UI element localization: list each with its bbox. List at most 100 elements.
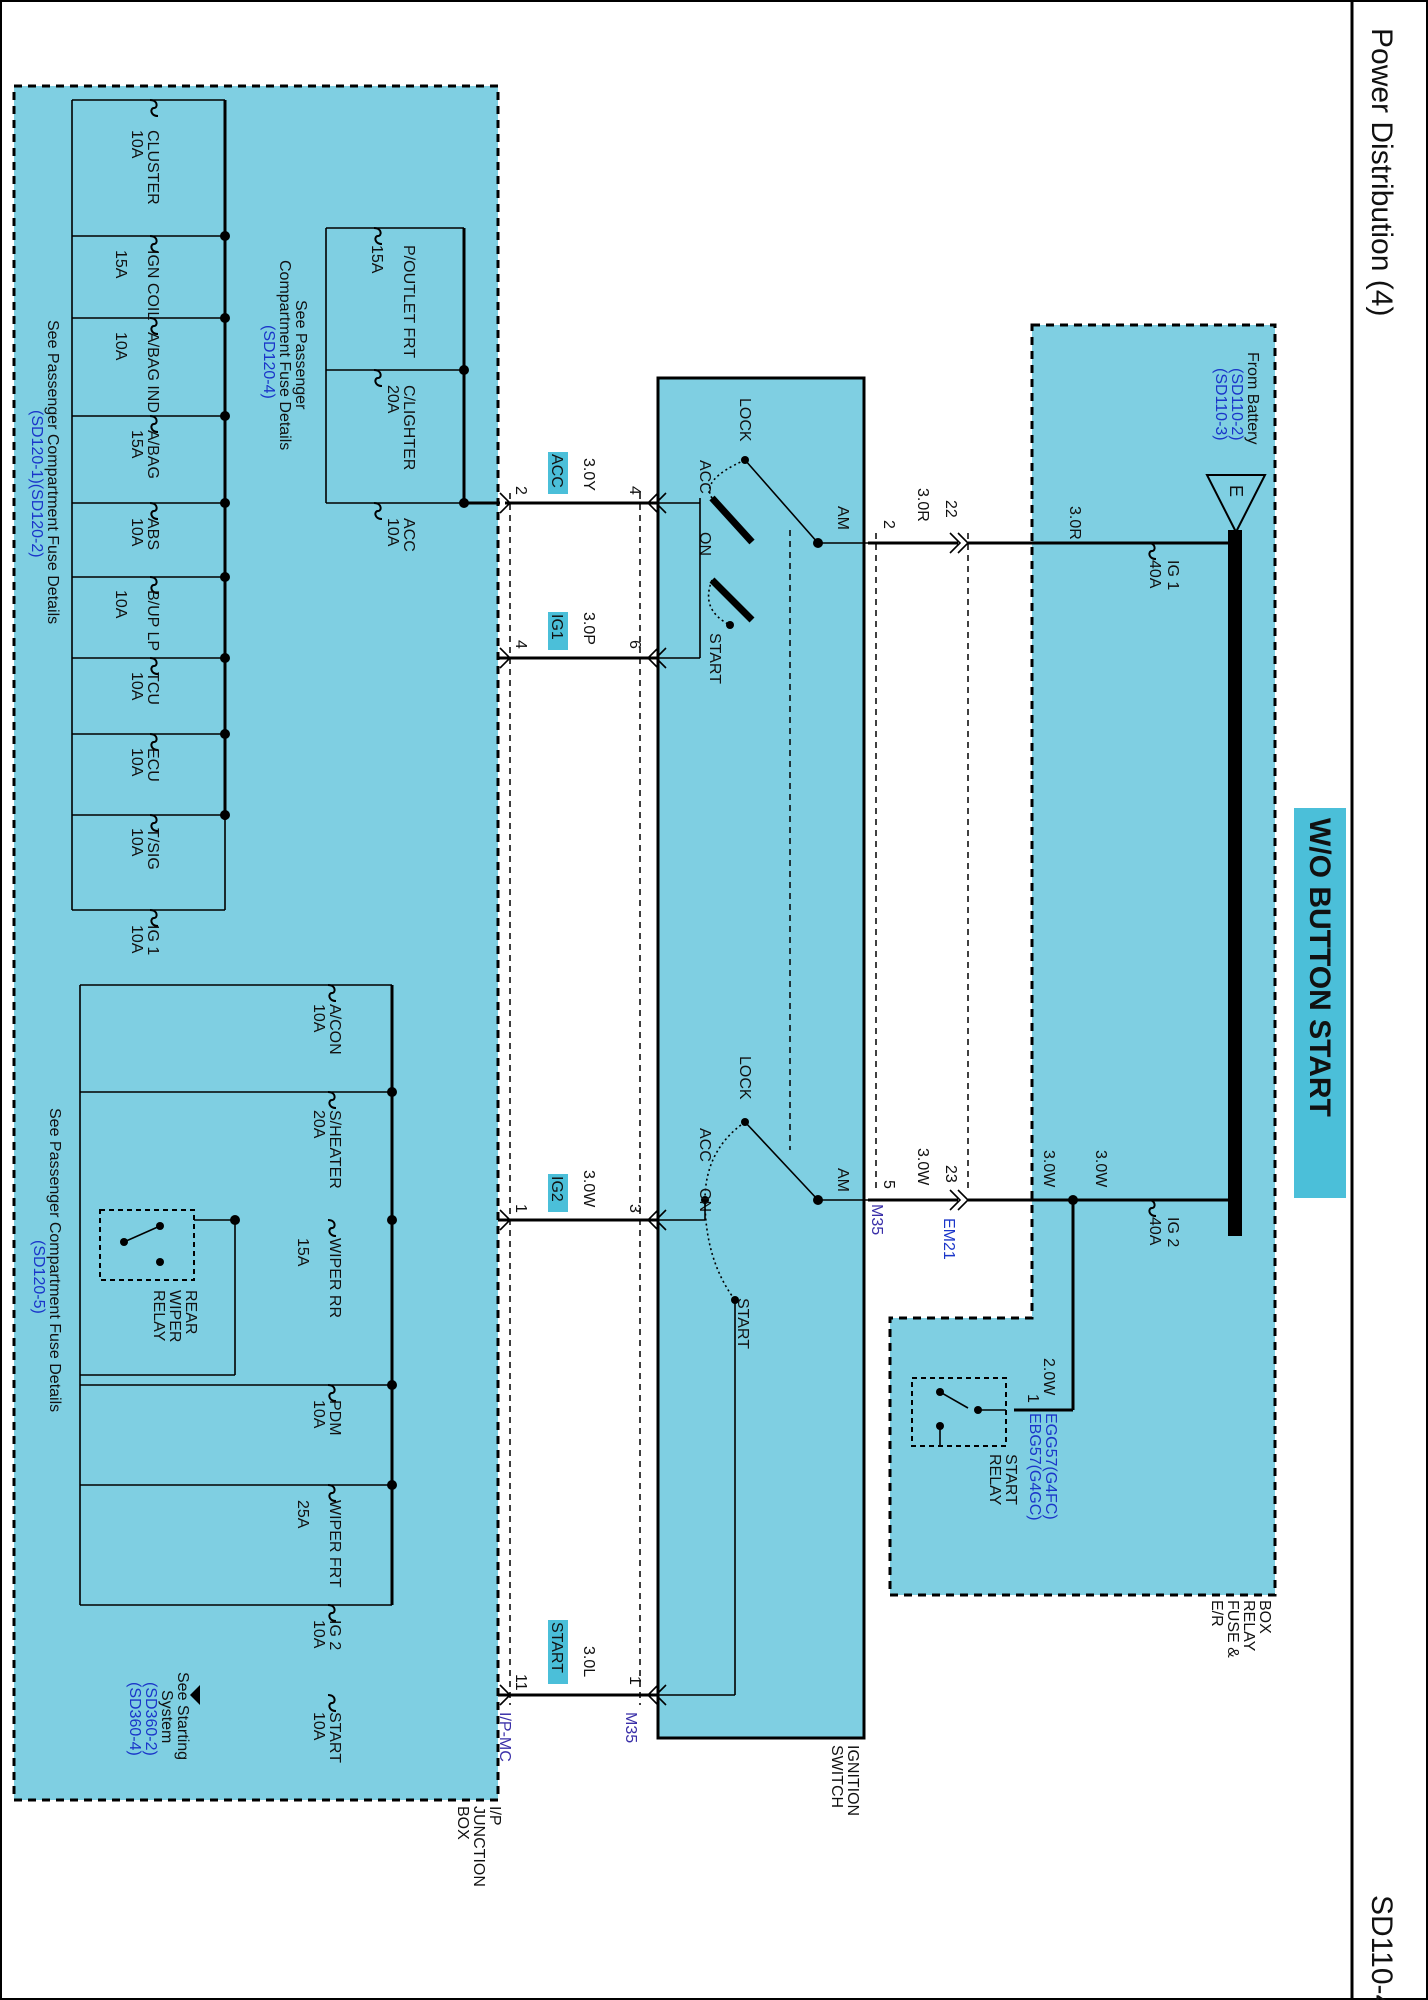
e-triangle-icon bbox=[1205, 474, 1267, 535]
svg-text:I/P: I/P bbox=[486, 1806, 503, 1826]
start-fuse-circuit: START 10A See Starting System (SD360-2) … bbox=[126, 1672, 343, 1763]
page-id: SD110-4 bbox=[1365, 1895, 1398, 2000]
svg-text:3.0W: 3.0W bbox=[1040, 1150, 1057, 1188]
svg-text:A/BAG: A/BAG bbox=[144, 430, 161, 479]
svg-text:EGG57(G4FC): EGG57(G4FC) bbox=[1042, 1413, 1059, 1520]
svg-text:ACC: ACC bbox=[548, 454, 565, 488]
svg-text:BOX: BOX bbox=[1256, 1600, 1273, 1634]
page-title: Power Distribution (4) bbox=[1365, 28, 1398, 316]
svg-text:1: 1 bbox=[1024, 1394, 1041, 1403]
svg-text:3.0Y: 3.0Y bbox=[580, 458, 597, 491]
svg-text:PDM: PDM bbox=[326, 1400, 343, 1436]
svg-text:(SD110-3): (SD110-3) bbox=[1212, 368, 1229, 441]
svg-text:RELAY: RELAY bbox=[150, 1290, 167, 1342]
svg-text:See Starting: See Starting bbox=[174, 1672, 191, 1760]
svg-text:RELAY: RELAY bbox=[1240, 1600, 1257, 1652]
svg-text:10A: 10A bbox=[112, 590, 129, 619]
start-relay: 2.0W 1 EGG57(G4FC) EBG57(G4GC) START REL… bbox=[911, 1200, 1075, 1521]
svg-text:From Battery: From Battery bbox=[1244, 352, 1261, 444]
ip-junction-box-label: I/P JUNCTION BOX bbox=[454, 1806, 503, 1887]
svg-text:CLUSTER: CLUSTER bbox=[144, 130, 161, 205]
acc-fuse-group: P/OUTLET FRT 15A C/LIGHTER 20A ACC 10A S… bbox=[260, 227, 500, 552]
svg-text:10A: 10A bbox=[384, 518, 401, 547]
svg-text:10A: 10A bbox=[128, 672, 145, 701]
svg-text:See Passenger Compartment Fuse: See Passenger Compartment Fuse Details bbox=[44, 320, 61, 624]
svg-text:SWITCH: SWITCH bbox=[828, 1745, 845, 1808]
svg-text:3.0W: 3.0W bbox=[914, 1148, 931, 1186]
svg-text:4: 4 bbox=[512, 640, 529, 649]
svg-text:M35: M35 bbox=[622, 1712, 639, 1743]
svg-text:START: START bbox=[548, 1622, 565, 1673]
svg-text:3.0R: 3.0R bbox=[1066, 506, 1083, 540]
svg-text:IG2: IG2 bbox=[548, 1176, 565, 1202]
svg-text:IG 1: IG 1 bbox=[1164, 560, 1181, 590]
svg-text:See Passenger: See Passenger bbox=[292, 300, 309, 410]
svg-text:IG 2: IG 2 bbox=[326, 1620, 343, 1650]
ig2-fuse-group: A/CON 10A S/HEATER 20A WIPER RR 15A PDM … bbox=[30, 984, 397, 1650]
svg-text:AM: AM bbox=[834, 1168, 851, 1192]
svg-text:2.0W: 2.0W bbox=[1040, 1358, 1057, 1396]
svg-text:START: START bbox=[1002, 1454, 1019, 1505]
svg-text:E: E bbox=[1226, 485, 1246, 497]
rear-wiper-relay bbox=[99, 1209, 195, 1281]
er-ig1-fuse: IG 1 40A 3.0R bbox=[968, 506, 1228, 590]
svg-text:ACC: ACC bbox=[400, 518, 417, 552]
er-ig2-fuse: IG 2 40A 3.0W 3.0W bbox=[968, 1150, 1228, 1247]
svg-text:A/BAG IND: A/BAG IND bbox=[144, 332, 161, 413]
svg-text:RELAY: RELAY bbox=[986, 1454, 1003, 1506]
svg-text:10A: 10A bbox=[310, 1004, 327, 1033]
svg-text:EBG57(G4GC): EBG57(G4GC) bbox=[1026, 1413, 1043, 1521]
upper-ignition-switch: LOCK ACC ON START AM bbox=[696, 398, 868, 1150]
svg-text:10A: 10A bbox=[128, 748, 145, 777]
svg-text:10A: 10A bbox=[128, 130, 145, 159]
svg-text:LOCK: LOCK bbox=[736, 1056, 753, 1100]
svg-text:40A: 40A bbox=[1146, 1217, 1163, 1246]
svg-text:IG1: IG1 bbox=[548, 614, 565, 640]
svg-text:40A: 40A bbox=[1146, 560, 1163, 589]
svg-text:M35: M35 bbox=[868, 1204, 885, 1235]
svg-text:P/OUTLET FRT: P/OUTLET FRT bbox=[400, 245, 417, 358]
svg-text:22: 22 bbox=[942, 500, 959, 518]
svg-text:WIPER RR: WIPER RR bbox=[326, 1238, 343, 1318]
svg-text:Compartment Fuse Details: Compartment Fuse Details bbox=[276, 260, 293, 450]
circuit-acc: ACC 3.0Y 4 2 bbox=[499, 452, 700, 514]
svg-text:10A: 10A bbox=[310, 1620, 327, 1649]
svg-text:EM21: EM21 bbox=[940, 1218, 957, 1260]
svg-text:(SD360-2): (SD360-2) bbox=[142, 1682, 159, 1756]
svg-text:10A: 10A bbox=[310, 1712, 327, 1741]
mode-banner bbox=[1294, 808, 1346, 1198]
svg-text:WIPER FRT: WIPER FRT bbox=[326, 1500, 343, 1588]
svg-text:System: System bbox=[158, 1690, 175, 1743]
svg-text:AM: AM bbox=[834, 506, 851, 530]
svg-text:20A: 20A bbox=[310, 1110, 327, 1139]
ignition-switch-label: IGNITION SWITCH bbox=[828, 1745, 861, 1816]
svg-text:E/R: E/R bbox=[1208, 1600, 1225, 1627]
svg-text:TCU: TCU bbox=[144, 672, 161, 705]
svg-text:IG 1: IG 1 bbox=[144, 925, 161, 955]
svg-text:23: 23 bbox=[942, 1165, 959, 1183]
svg-text:(SD120-1)(SD120-2): (SD120-1)(SD120-2) bbox=[28, 410, 45, 558]
svg-text:10A: 10A bbox=[112, 332, 129, 361]
svg-text:(SD120-4): (SD120-4) bbox=[260, 325, 277, 399]
busbar bbox=[1228, 530, 1242, 1236]
svg-text:BOX: BOX bbox=[454, 1806, 471, 1840]
svg-text:15A: 15A bbox=[128, 430, 145, 459]
svg-text:C/LIGHTER: C/LIGHTER bbox=[400, 385, 417, 470]
svg-text:5: 5 bbox=[880, 1180, 897, 1189]
svg-text:START: START bbox=[326, 1712, 343, 1763]
em21-connector: 22 23 EM21 3.0R 3.0W bbox=[914, 488, 969, 1260]
er-fuse-relay-box bbox=[888, 323, 1277, 1597]
svg-text:(SD110-2): (SD110-2) bbox=[1228, 368, 1245, 441]
svg-text:IGNITION: IGNITION bbox=[844, 1745, 861, 1816]
svg-text:REAR: REAR bbox=[182, 1290, 199, 1334]
svg-text:B/UP LP: B/UP LP bbox=[144, 590, 161, 651]
svg-text:ACC: ACC bbox=[696, 1128, 713, 1162]
svg-text:JUNCTION: JUNCTION bbox=[470, 1806, 487, 1887]
svg-text:10A: 10A bbox=[310, 1400, 327, 1429]
svg-text:3.0P: 3.0P bbox=[580, 612, 597, 645]
svg-text:3: 3 bbox=[626, 1204, 643, 1213]
svg-text:4: 4 bbox=[626, 486, 643, 495]
